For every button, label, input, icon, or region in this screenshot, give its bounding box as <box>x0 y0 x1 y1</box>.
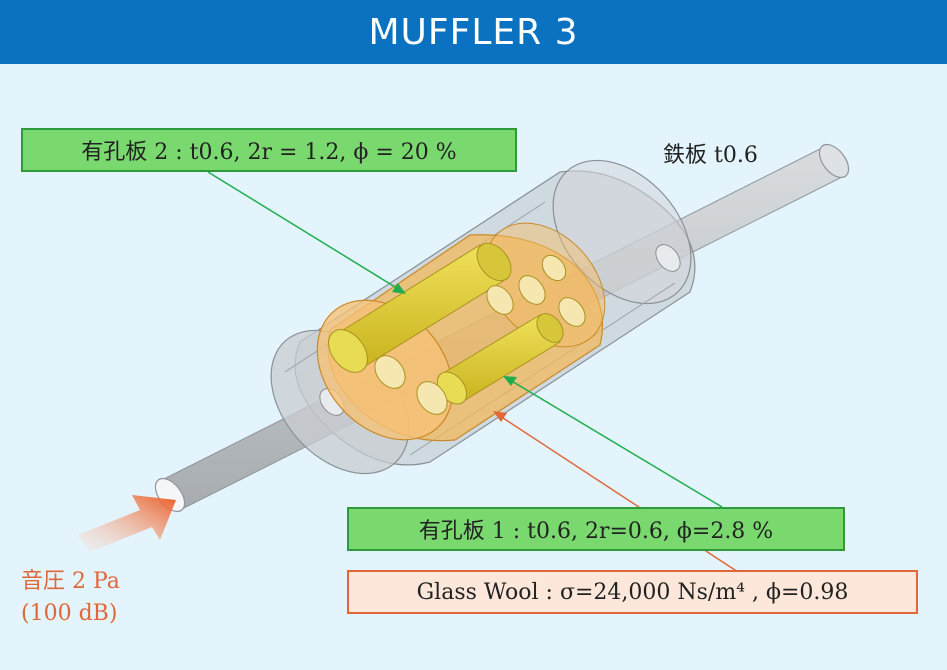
pointer-perforated-1 <box>503 376 723 508</box>
perforated-tubes <box>328 242 586 415</box>
pointer-perforated-2 <box>207 171 406 294</box>
title-bar: MUFFLER 3 <box>0 0 947 64</box>
incident-sound-arrow <box>78 495 176 552</box>
label-sound-pressure: 音圧 2 Pa (100 dB) <box>21 566 120 630</box>
sound-pressure-text: 音圧 2 Pa <box>21 569 120 594</box>
label-perforated-plate-2: 有孔板 2 : t0.6, 2r = 1.2, ϕ = 20 % <box>21 128 517 172</box>
sound-level-text: (100 dB) <box>21 601 118 626</box>
label-steel-plate: 鉄板 t0.6 <box>663 143 758 168</box>
page-title: MUFFLER 3 <box>368 11 579 53</box>
label-perforated-plate-1: 有孔板 1 : t0.6, 2r=0.6, ϕ=2.8 % <box>347 507 845 551</box>
label-glass-wool: Glass Wool : σ=24,000 Ns/m⁴ , ϕ=0.98 <box>347 570 918 614</box>
